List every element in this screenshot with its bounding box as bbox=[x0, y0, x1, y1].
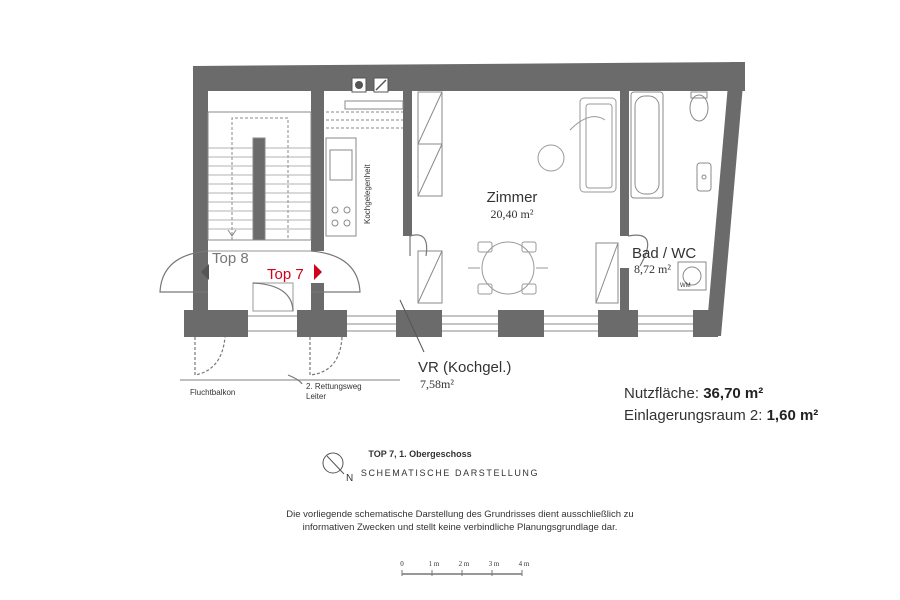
lagerraum-value: 1,60 m² bbox=[766, 407, 819, 424]
top-wall bbox=[193, 62, 745, 91]
wardrobes bbox=[417, 91, 619, 304]
dining-table bbox=[481, 241, 535, 295]
floor-title: TOP 7, 1. Obergeschoss bbox=[368, 449, 472, 459]
pier-2 bbox=[297, 310, 347, 337]
arrow-left-icon bbox=[201, 264, 209, 280]
stair-right-wall-lower bbox=[311, 283, 324, 312]
rettungsweg-label: 2. Rettungsweg bbox=[306, 382, 362, 391]
disclaimer-line-2: informativen Zwecken und stellt keine ve… bbox=[302, 522, 618, 533]
stair-right-wall bbox=[311, 91, 324, 251]
disclaimer-line-1: Die vorliegende schematische Darstellung… bbox=[286, 509, 634, 520]
bad-label: Bad / WC bbox=[632, 245, 696, 262]
stair-steps bbox=[208, 147, 311, 230]
entrance-door-top7[interactable] bbox=[310, 250, 361, 293]
washer-label: WM bbox=[680, 283, 691, 289]
scale-tick-label: 4 m bbox=[519, 560, 530, 568]
north-label: N bbox=[346, 473, 353, 484]
furniture bbox=[468, 97, 617, 295]
walls bbox=[184, 62, 745, 337]
fluchtbalkon-label: Fluchtbalkon bbox=[190, 388, 235, 397]
leiter-label: Leiter bbox=[306, 392, 326, 401]
staircase bbox=[207, 111, 312, 241]
left-wall bbox=[193, 66, 208, 312]
bath-wall-lower bbox=[620, 268, 629, 312]
gauge-icon bbox=[355, 81, 363, 89]
doors bbox=[159, 234, 649, 385]
coffee-table bbox=[537, 144, 565, 172]
nutzflaeche-label: Nutzfläche: bbox=[624, 385, 704, 402]
lagerraum-label: Einlagerungsraum 2: bbox=[624, 407, 767, 424]
vent-icon bbox=[375, 79, 387, 91]
disclaimer: Die vorliegende schematische Darstellung… bbox=[250, 508, 670, 534]
washing-machine bbox=[677, 261, 707, 291]
pier-1 bbox=[184, 310, 248, 337]
right-wall bbox=[706, 62, 745, 336]
compass-icon bbox=[322, 452, 344, 474]
pier-6 bbox=[693, 310, 718, 337]
arrow-right-icon bbox=[314, 264, 322, 280]
bath-fixtures bbox=[630, 91, 712, 291]
scale-bar: 0 1 m 2 m 3 m 4 m bbox=[400, 560, 530, 576]
compass: N bbox=[322, 452, 353, 484]
shaft-icons bbox=[351, 77, 389, 93]
sofa bbox=[579, 97, 617, 193]
scale-tick-label: 0 bbox=[400, 560, 404, 568]
nutzflaeche-value: 36,70 m² bbox=[703, 385, 764, 402]
vr-label: VR (Kochgel.) bbox=[418, 359, 511, 376]
top7-label: Top 7 bbox=[267, 266, 304, 283]
kochnische-label: Kochgelegenheit bbox=[363, 164, 372, 224]
sink bbox=[696, 162, 712, 192]
windows bbox=[248, 315, 693, 332]
top8-label: Top 8 bbox=[212, 250, 249, 267]
vr-area: 7,58m² bbox=[420, 377, 454, 391]
toilet bbox=[689, 94, 709, 122]
scale-tick-label: 2 m bbox=[459, 560, 470, 568]
schematic-subtitle: SCHEMATISCHE DARSTELLUNG bbox=[360, 468, 540, 478]
bath-wall bbox=[620, 91, 629, 236]
vr-pointer bbox=[399, 299, 425, 353]
bad-area: 8,72 m² bbox=[634, 262, 671, 276]
nutzflaeche: Nutzfläche: 36,70 m² bbox=[624, 384, 763, 404]
zimmer-label: Zimmer bbox=[487, 189, 538, 206]
bathtub bbox=[630, 91, 664, 199]
kitchen-unit bbox=[325, 100, 404, 237]
entrance-door-top8[interactable] bbox=[159, 250, 209, 293]
zimmer-area: 20,40 m² bbox=[491, 207, 534, 221]
lagerraum: Einlagerungsraum 2: 1,60 m² bbox=[624, 406, 818, 426]
pier-5 bbox=[598, 310, 638, 337]
kitchen-wall bbox=[403, 91, 412, 236]
pier-3 bbox=[396, 310, 442, 337]
scale-tick-label: 3 m bbox=[489, 560, 500, 568]
pier-4 bbox=[498, 310, 544, 337]
scale-tick-label: 1 m bbox=[429, 560, 440, 568]
